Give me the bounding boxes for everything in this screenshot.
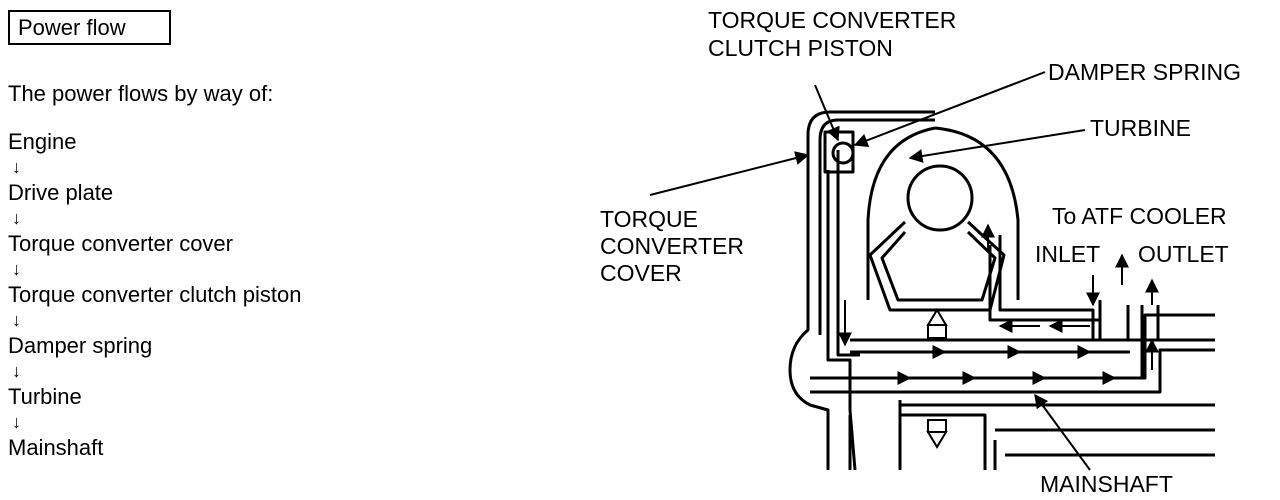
label-outlet: OUTLET — [1138, 241, 1229, 267]
flow-step-turbine: Turbine — [8, 384, 82, 409]
section-title: Power flow — [8, 10, 171, 45]
label-damper-spring: DAMPER SPRING — [1048, 59, 1241, 85]
label-tcc-piston-line2: CLUTCH PISTON — [708, 35, 893, 61]
flow-step-clutch-piston: Torque converter clutch piston — [8, 282, 302, 307]
leader-lines — [649, 71, 1091, 471]
power-flow-list: Engine ↓ Drive plate ↓ Torque converter … — [8, 127, 528, 462]
label-tc-cover-line3: COVER — [600, 260, 682, 286]
flow-arrow-icon: ↓ — [12, 310, 21, 330]
label-tcc-piston-line1: TORQUE CONVERTER — [708, 7, 956, 33]
label-turbine: TURBINE — [1090, 115, 1191, 141]
label-inlet: INLET — [1035, 241, 1100, 267]
flow-arrow-icon: ↓ — [12, 361, 21, 381]
torque-converter-diagram: TORQUE CONVERTER CLUTCH PISTON DAMPER SP… — [600, 7, 1241, 497]
valve-triangles — [926, 308, 948, 449]
flow-step-damper-spring: Damper spring — [8, 333, 153, 358]
label-tc-cover-line2: CONVERTER — [600, 233, 744, 259]
label-tc-cover-line1: TORQUE — [600, 206, 698, 232]
intro-text: The power flows by way of: — [8, 81, 274, 106]
flow-step-engine: Engine — [8, 129, 77, 154]
flow-step-torque-converter-cover: Torque converter cover — [8, 231, 233, 256]
label-mainshaft: MAINSHAFT — [1040, 471, 1173, 497]
flow-arrows — [838, 223, 1159, 385]
label-atf-cooler: To ATF COOLER — [1052, 203, 1227, 229]
flow-arrow-icon: ↓ — [12, 157, 21, 177]
flow-step-mainshaft: Mainshaft — [8, 435, 104, 460]
flow-arrow-icon: ↓ — [12, 259, 21, 279]
flow-step-drive-plate: Drive plate — [8, 180, 114, 205]
flow-arrow-icon: ↓ — [12, 208, 21, 228]
flow-arrow-icon: ↓ — [12, 412, 21, 432]
